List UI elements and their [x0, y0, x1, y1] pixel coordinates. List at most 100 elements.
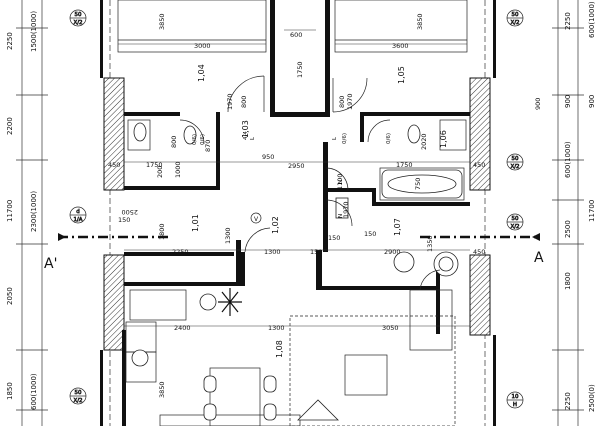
svg-text:50: 50 — [512, 156, 519, 162]
right-axis-labels: 2250 600(1000) 900 900 600(1000) 11700 2… — [564, 1, 596, 412]
right-axis-label: 11700 — [588, 200, 596, 222]
svg-text:X/2: X/2 — [510, 20, 519, 26]
dim-label: 3000 — [194, 42, 211, 50]
svg-text:d: d — [76, 209, 80, 215]
dim-label: 1970 — [342, 201, 350, 218]
svg-text:H: H — [513, 402, 517, 408]
dim-label: 450 — [473, 248, 485, 256]
fan-icon — [218, 288, 242, 316]
dim-label: 1750 — [146, 161, 163, 169]
dim-label: 1750 — [396, 161, 413, 169]
svg-text:1/A: 1/A — [73, 217, 82, 223]
toilet-icon — [335, 197, 349, 219]
room-number: 1,06 — [439, 130, 448, 148]
dim-label: 3850 — [158, 13, 166, 30]
dim-label: 200 — [156, 166, 164, 178]
bathtub-basin-icon — [387, 174, 457, 194]
room-number: 1,04 — [197, 64, 206, 82]
tag: 50X/2 — [506, 213, 524, 231]
dim-label: 1000 — [174, 161, 182, 178]
dim-label: 450 — [108, 161, 120, 169]
section-line: A' A — [44, 233, 544, 272]
sink-icon — [393, 251, 415, 273]
dim-label: 1750 — [296, 61, 304, 78]
room-number: 1,08 — [275, 340, 284, 358]
room-number: 1,05 — [397, 66, 406, 84]
svg-text:V: V — [254, 216, 259, 223]
pv-marker: V — [250, 212, 262, 224]
right-axis-label: 600(1000) — [588, 1, 596, 38]
dim-label: 1350 — [426, 235, 434, 252]
dim-label: 1300 — [264, 248, 281, 256]
dim-label: 150 — [328, 234, 340, 242]
svg-text:X/2: X/2 — [510, 224, 519, 230]
dim-label: 1300 — [224, 227, 232, 244]
dimension-lines — [118, 29, 470, 327]
left-axis-label: 2050 — [6, 287, 14, 305]
right-axis-label: 900 — [588, 95, 596, 108]
room-number: 1,03 — [241, 120, 250, 138]
washing-machine-drum-icon — [438, 256, 454, 272]
svg-text:50: 50 — [512, 12, 519, 18]
dim-label: 1970 — [226, 93, 234, 110]
dim-label: 150 — [310, 248, 322, 256]
dim-label: 3850 — [416, 13, 424, 30]
right-axis-label: 1800 — [564, 272, 572, 290]
svg-text:0/6): 0/6) — [342, 133, 348, 144]
dim-label: 3050 — [382, 324, 399, 332]
dimension-texts: 3000 3600 3850 3850 600 1750 950 2950 17… — [108, 13, 542, 398]
left-axis-label: 1500(1000) — [30, 11, 38, 52]
svg-text:L: L — [332, 136, 338, 140]
right-axis-label: 2250 — [564, 12, 572, 30]
dim-label: 1800 — [158, 223, 166, 240]
dim-label: 150 — [118, 216, 130, 224]
section-label-right: A — [534, 250, 544, 266]
tag: 50X/2 — [506, 9, 524, 27]
tag: d 1/A — [69, 206, 87, 224]
sink-bowl-icon — [131, 349, 149, 367]
svg-text:X/2: X/2 — [73, 398, 82, 404]
door-tags: 0/6) 0/6) 4/4 L 0/6) 0/6) L N N — [192, 131, 392, 218]
dim-label: 800 — [170, 136, 178, 148]
svg-text:0/6): 0/6) — [200, 134, 206, 145]
dim-label: 2400 — [174, 324, 191, 332]
left-axis-label: 11700 — [6, 200, 14, 222]
stove-burner-icon — [199, 293, 217, 311]
dim-label: 2900 — [384, 248, 401, 256]
right-axis-label: 600(1000) — [564, 141, 572, 178]
tag: 50X/2 — [69, 9, 87, 27]
svg-text:N: N — [338, 180, 344, 184]
axis-lines — [16, 0, 584, 426]
toilet-icon — [133, 122, 147, 142]
right-axis-label: 2500 — [564, 220, 572, 238]
tag: 50X/2 — [506, 153, 524, 171]
dim-label: 1300 — [268, 324, 285, 332]
dim-label: 2020 — [420, 133, 428, 150]
room-numbers: 1,04 1,05 1,06 1,01 1,02 1,07 1,08 1,03 — [191, 64, 448, 358]
room-number: 1,02 — [271, 216, 280, 234]
right-axis-label: 2250 — [564, 392, 572, 410]
dim-label: 800 — [240, 96, 248, 108]
dim-label: 900 — [534, 98, 542, 110]
dim-label: 800 — [338, 96, 346, 108]
room-number: 1,01 — [191, 214, 200, 232]
toilet-icon — [407, 124, 421, 144]
svg-text:4/4: 4/4 — [243, 131, 249, 140]
dim-label: 950 — [262, 153, 274, 161]
left-axis-label: 600(1000) — [30, 373, 38, 410]
svg-text:X/2: X/2 — [510, 164, 519, 170]
door-swings — [179, 75, 441, 291]
dim-label: 2250 — [172, 248, 189, 256]
left-axis-label: 1850 — [6, 382, 14, 400]
left-axis-labels: 2250 1500(1000) 2200 11700 2300(1000) 20… — [6, 11, 38, 410]
window-label: 2500 — [121, 208, 138, 216]
dim-label: 1100 — [336, 173, 344, 190]
dim-label: 870 — [204, 140, 212, 152]
section-label-left: A' — [44, 256, 57, 272]
svg-text:L: L — [250, 136, 256, 140]
left-axis-label: 2250 — [6, 32, 14, 50]
svg-text:50: 50 — [512, 216, 519, 222]
svg-text:50: 50 — [75, 390, 82, 396]
svg-text:50: 50 — [75, 12, 82, 18]
